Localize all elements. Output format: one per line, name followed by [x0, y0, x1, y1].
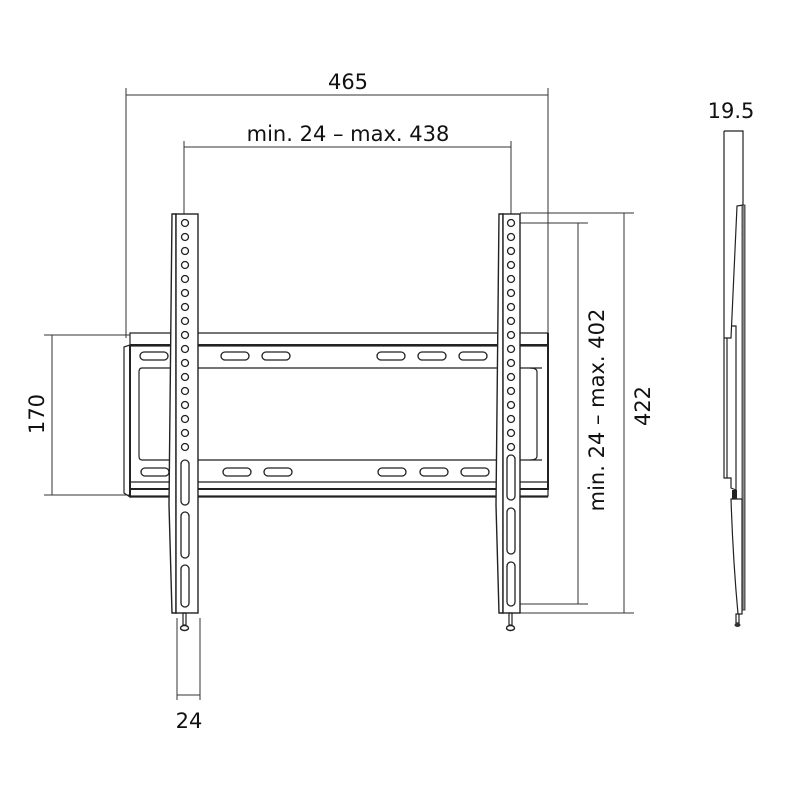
label-vesa-vertical: min. 24 – max. 402 [585, 309, 609, 512]
side-view: 19.5 [708, 99, 755, 627]
left-arm-holes [180, 218, 190, 452]
dimension-vesa-vertical: min. 24 – max. 402 [512, 222, 609, 605]
wall-plate [123, 332, 549, 499]
label-vesa-horizontal: min. 24 – max. 438 [247, 122, 450, 146]
dimension-overall-height: 422 [520, 212, 655, 614]
label-arm-width: 24 [176, 709, 203, 733]
left-arm-screw [179, 612, 190, 632]
dimension-wall-plate-height: 170 [25, 334, 130, 496]
label-depth: 19.5 [708, 99, 755, 123]
right-arm-holes [506, 218, 516, 452]
label-overall-width: 465 [328, 70, 368, 94]
dimension-vesa-horizontal: min. 24 – max. 438 [183, 122, 512, 222]
label-overall-height: 422 [631, 386, 655, 426]
right-vertical-arm [495, 213, 521, 632]
right-arm-screw [505, 612, 516, 632]
dimension-arm-width: 24 [176, 618, 203, 733]
label-wall-plate-height: 170 [25, 394, 49, 434]
left-vertical-arm [168, 213, 199, 632]
